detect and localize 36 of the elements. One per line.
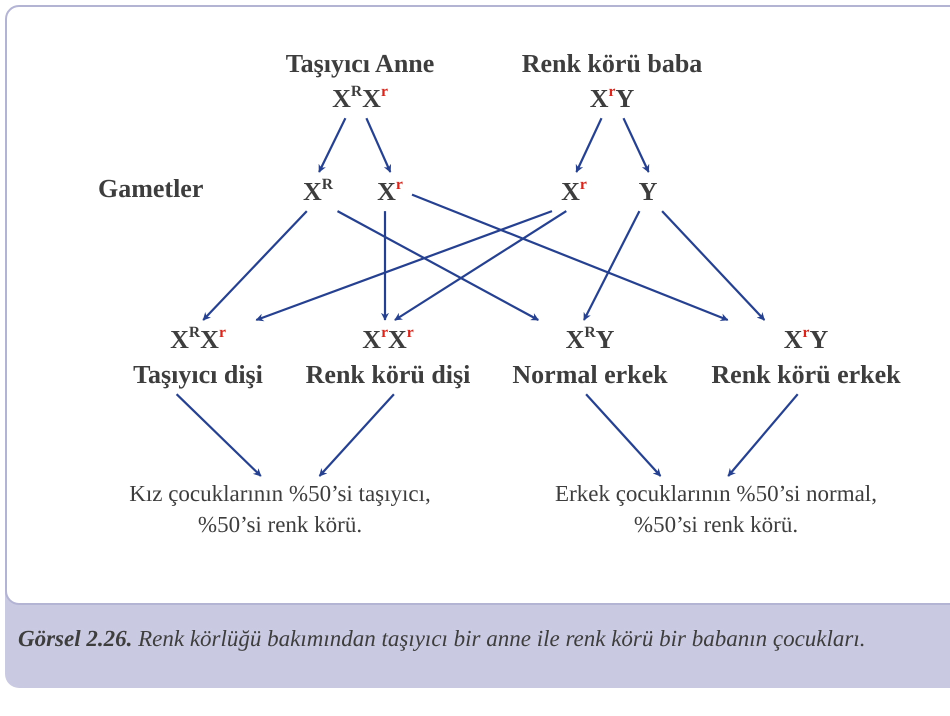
arrow [336,210,539,321]
arrow [394,210,567,321]
arrow [622,118,650,173]
genotype-label: X$^{R}$Y [564,323,616,356]
parent-label: Renk körü baba [520,48,704,80]
genotype-label: X$^{r}$Y [782,323,830,356]
arrow [176,393,262,477]
gamete-label: X$^{r}$ [368,172,412,212]
arrow [202,210,308,321]
arrow [585,393,662,477]
phenotype-label: Renk körü dişi [304,359,472,392]
gamete-label: X$^{r}$ [552,172,596,212]
genotype-label: X$^{R}$X$^{r}$ [331,82,389,116]
phenotype-label: Renk körü erkek [710,359,902,392]
arrow [727,393,799,477]
parent-label: Taşıyıcı Anne [284,48,436,80]
arrow [661,210,766,321]
arrow [575,118,602,173]
ratio-note: Kız çocuklarının %50’si taşıyıcı, %50’si renk körü. [120,476,440,542]
arrow [318,118,346,173]
ratio-note: Erkek çocuklarının %50’si normal, %50’si renk körü. [546,476,886,542]
genotype-label: X$^{r}$X$^{r}$ [361,323,415,356]
genotype-label: X$^{r}$Y [588,82,636,116]
gamete-label: Y [631,172,665,212]
arrow [583,210,640,321]
figure-caption: Görsel 2.26. Renk körlüğü bakımından taşıyıcı bir anne ile renk körü bir babanın çocukları. [18,625,866,653]
arrow [318,393,395,477]
arrow [365,118,392,173]
arrow [412,194,728,322]
genotype-label: X$^{R}$X$^{r}$ [169,323,227,356]
phenotype-label: Taşıyıcı dişi [132,359,264,392]
arrow [381,211,389,321]
row-label: Gametler [98,174,204,204]
arrow [256,210,552,322]
gamete-label: X$^{R}$ [296,172,340,212]
phenotype-label: Normal erkek [511,359,669,392]
